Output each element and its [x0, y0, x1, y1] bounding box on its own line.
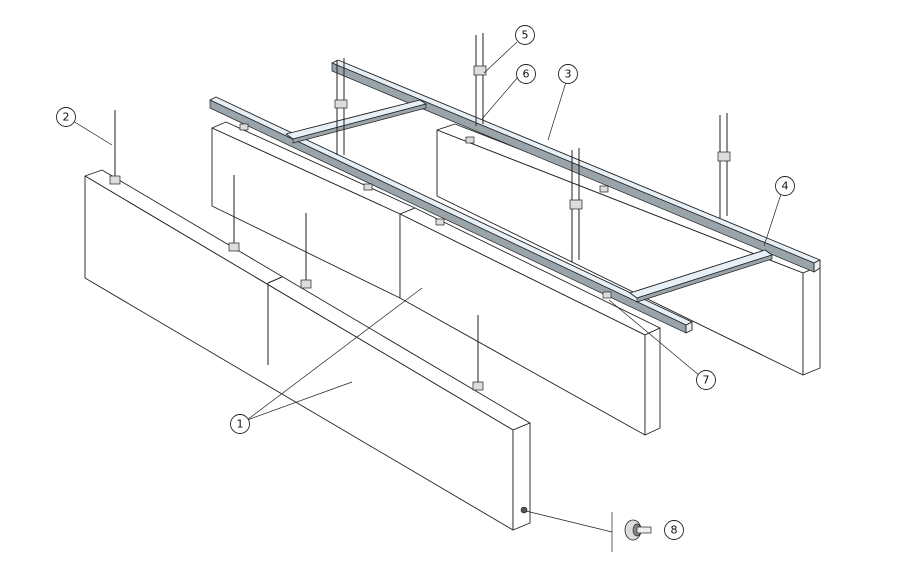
callout-3-label: 3	[565, 68, 572, 81]
acoustic-panel-middle	[399, 207, 661, 436]
callout-4: 4	[775, 176, 795, 196]
callout-5-label: 5	[522, 29, 529, 42]
callout-8: 8	[664, 520, 684, 540]
callout-7-label: 7	[703, 374, 710, 387]
cross-rail-right	[629, 249, 773, 303]
callout-6: 6	[516, 64, 536, 84]
connector-fitting	[520, 506, 652, 552]
callout-3: 3	[558, 64, 578, 84]
main-rail-back	[331, 59, 821, 273]
callout-5: 5	[515, 25, 535, 45]
callout-1: 1	[230, 414, 250, 434]
callout-6-label: 6	[523, 68, 530, 81]
callout-7: 7	[696, 370, 716, 390]
callout-4-label: 4	[782, 180, 789, 193]
callout-1-label: 1	[237, 418, 244, 431]
panel-hangers	[109, 110, 484, 391]
callout-8-label: 8	[671, 524, 678, 537]
rail-hangers	[334, 33, 731, 262]
panel-clips	[239, 123, 612, 299]
callout-2: 2	[56, 107, 76, 127]
leader-lines	[72, 41, 782, 533]
callout-2-label: 2	[63, 111, 70, 124]
acoustic-panel-back-right	[436, 123, 821, 376]
acoustic-panel-front	[84, 169, 531, 531]
cross-rail-left	[285, 99, 427, 144]
main-rail-front	[209, 96, 693, 334]
